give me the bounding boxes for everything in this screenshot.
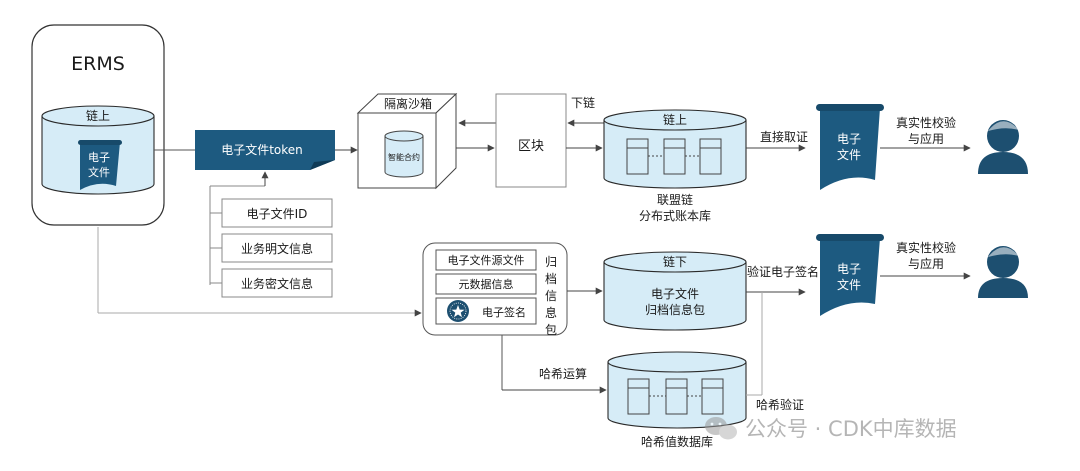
verify-user-label-2: 与应用 — [908, 256, 944, 271]
sandbox-title: 隔离沙箱 — [384, 96, 432, 111]
token-field-plain — [221, 233, 333, 263]
offchain-top-label: 链下 — [663, 254, 687, 269]
offchain-body-1: 电子文件 — [651, 286, 699, 301]
ledger-caption-1: 联盟链 — [657, 192, 693, 207]
erms-doc-label-2: 文件 — [88, 165, 110, 179]
document-scroll-icon: 电子 文件 — [78, 140, 122, 190]
retrieval-verify-label-2: 与应用 — [908, 131, 944, 146]
block-label: 区块 — [518, 139, 544, 154]
token-field-plain-label: 业务明文信息 — [241, 241, 313, 256]
package-item-source — [435, 249, 537, 271]
document-scroll-icon: 电子 文件 — [816, 104, 884, 190]
direct-retrieval-label: 直接取证 — [760, 129, 808, 144]
token-field-id-label: 电子文件ID — [247, 206, 308, 221]
hash-verify-label: 哈希验证 — [756, 397, 804, 412]
token-field-cipher-label: 业务密文信息 — [241, 276, 313, 291]
token-field-id — [221, 198, 333, 228]
ledger-cylinder: 链上 — [603, 109, 747, 189]
retrieval-verify-label-1: 真实性校验 — [896, 115, 956, 130]
svg-text:息: 息 — [545, 305, 557, 320]
retrieval-doc-label-2: 文件 — [837, 147, 861, 162]
token-node: 电子文件token — [195, 130, 335, 170]
offchain-cylinder: 链下 电子文件 归档信息包 — [603, 251, 747, 331]
package-item-signature-label: 电子签名 — [482, 305, 526, 319]
token-label: 电子文件token — [221, 142, 303, 157]
hash-db-caption: 哈希值数据库 — [641, 434, 713, 449]
offchain-body-2: 归档信息包 — [645, 302, 705, 317]
hash-db-cylinder — [607, 351, 747, 429]
watermark-text: 公众号 · CDK中库数据 — [745, 417, 957, 441]
ledger-top-label: 链上 — [663, 112, 687, 127]
package-item-meta-label: 元数据信息 — [459, 277, 514, 291]
watermark: 公众号 · CDK中库数据 — [705, 417, 957, 441]
seal-icon — [447, 300, 469, 322]
erms-title: ERMS — [71, 53, 125, 75]
package-item-source-label: 电子文件源文件 — [448, 253, 525, 267]
token-field-cipher — [221, 268, 333, 298]
document-scroll-icon: 电子 文件 — [816, 234, 884, 316]
verify-doc-label-2: 文件 — [837, 277, 861, 292]
sandbox-contract-label: 智能合约 — [388, 152, 420, 162]
svg-text:信: 信 — [545, 289, 557, 303]
verify-user-label-1: 真实性校验 — [896, 240, 956, 255]
svg-text:档: 档 — [545, 272, 557, 286]
verify-doc-label-1: 电子 — [837, 262, 861, 276]
wechat-icon — [705, 417, 737, 440]
svg-text:包: 包 — [545, 323, 557, 337]
sandbox-cube: 隔离沙箱 智能合约 — [356, 92, 458, 190]
erms-doc-label-1: 电子 — [88, 151, 110, 164]
svg-text:归: 归 — [545, 255, 557, 269]
block-down-label: 下链 — [571, 95, 595, 110]
retrieval-doc-label-1: 电子 — [837, 132, 861, 146]
verify-signature-label: 验证电子签名 — [747, 264, 819, 279]
package-side-label: 归 档 信 息 包 — [545, 255, 557, 337]
person-icon — [978, 120, 1028, 174]
person-icon — [978, 246, 1028, 298]
hash-op-label: 哈希运算 — [539, 366, 587, 381]
block-node — [495, 93, 567, 188]
ledger-caption-2: 分布式账本库 — [639, 208, 711, 223]
package-item-meta — [435, 273, 537, 295]
erms-onchain-label: 链上 — [86, 108, 110, 123]
